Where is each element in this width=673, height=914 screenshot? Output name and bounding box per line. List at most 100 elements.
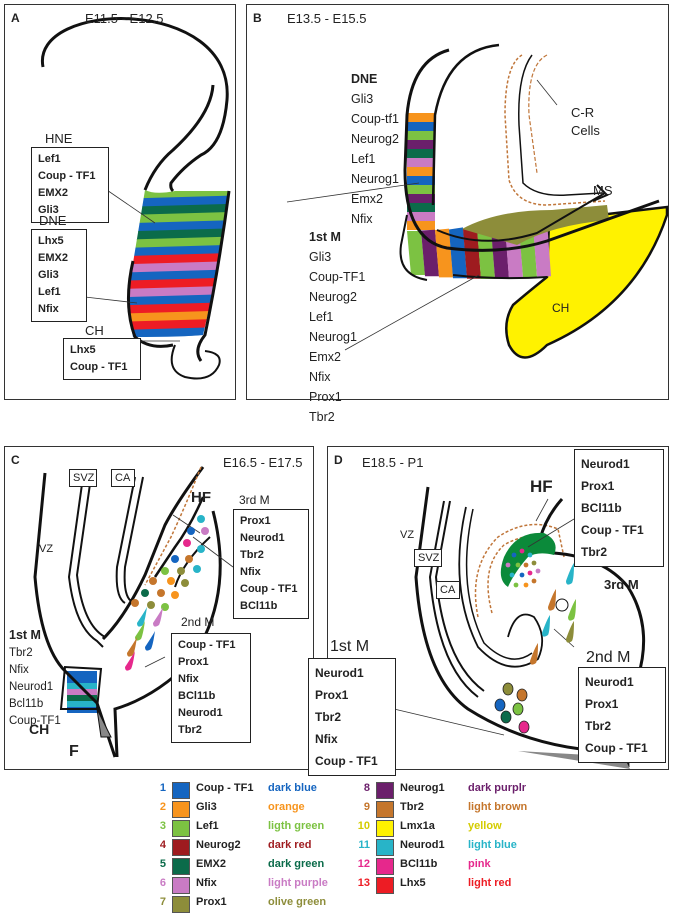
cajal-retzius-label-line2: Cells <box>571 123 600 138</box>
cell-dot <box>515 562 521 568</box>
gene-label: Neurod1 <box>585 675 634 689</box>
panel-a-letter: A <box>11 11 20 25</box>
gene-label: Lef1 <box>351 152 376 166</box>
gene-label: Tbr2 <box>309 410 335 424</box>
gene-label: Tbr2 <box>240 549 264 561</box>
gene-label: Coup - TF1 <box>38 170 96 182</box>
marker-stripe <box>407 158 435 167</box>
panel-a-stage: E11.5 - E12.5 <box>85 11 164 26</box>
second-migration-gene-box: Neurod1 Prox1 Tbr2 Coup - TF1 <box>578 667 666 763</box>
panel-b-stage: E13.5 - E15.5 <box>287 11 367 26</box>
legend-number: 2 <box>159 801 166 813</box>
cell-dot <box>131 599 139 607</box>
gene-label: Lef1 <box>38 286 61 298</box>
gene-label: Nfix <box>240 566 261 578</box>
gene-label: Coup - TF1 <box>581 523 644 537</box>
legend-color-name: pink <box>468 858 491 870</box>
gene-label: EMX2 <box>38 187 68 199</box>
marker-stripe <box>67 671 97 677</box>
legend-swatch <box>172 896 190 913</box>
panel-d-stage: E18.5 - P1 <box>362 455 424 470</box>
gene-label: Nfix <box>178 673 199 685</box>
legend-gene: Lmx1a <box>400 820 435 832</box>
dne-heading: DNE <box>351 72 378 86</box>
cell-dot <box>183 539 191 547</box>
migrating-cell <box>137 607 147 627</box>
cell-dot <box>201 527 209 535</box>
cell-dot <box>161 567 169 575</box>
legend-color-name: dark green <box>268 858 325 870</box>
gene-label: Neurod1 <box>9 681 54 693</box>
hf-label: HF <box>191 489 211 506</box>
hne-label: HNE <box>45 131 73 146</box>
second-migration-label: 2nd M <box>586 649 631 666</box>
legend-number: 8 <box>363 782 370 794</box>
legend-number: 9 <box>363 801 370 813</box>
panel-a-drawing <box>41 17 231 380</box>
gene-label: Nfix <box>315 732 338 746</box>
gene-label: Coup - TF1 <box>178 639 236 651</box>
cajal-retzius-label-line1: C-R <box>571 105 595 120</box>
gene-label: Coup-tf1 <box>351 112 399 126</box>
gene-label: Prox1 <box>309 390 342 404</box>
gene-label: Tbr2 <box>315 710 342 724</box>
ch-label: CH <box>552 301 570 315</box>
legend-swatch <box>172 820 190 837</box>
gene-label: Bcl11b <box>9 698 44 710</box>
panel-c-letter: C <box>11 453 20 467</box>
panel-c-drawing <box>33 466 234 758</box>
gene-label: Neurod1 <box>315 666 364 680</box>
cell-oval <box>518 720 530 734</box>
cell-dot <box>519 548 525 554</box>
legend-number: 5 <box>159 858 166 870</box>
gene-label: Coup - TF1 <box>240 583 298 595</box>
cell-dot <box>185 555 193 563</box>
cell-dot <box>161 603 169 611</box>
ch-gene-box: Lhx5 Coup - TF1 <box>63 338 141 380</box>
marker-stripe <box>407 149 435 158</box>
panel-b-letter: B <box>253 11 262 25</box>
cell-dot <box>147 601 155 609</box>
legend-swatch <box>376 858 394 875</box>
cell-dot <box>177 567 185 575</box>
gene-label: Lef1 <box>309 310 334 324</box>
gene-label: Prox1 <box>178 656 209 668</box>
legend-gene: Tbr2 <box>400 801 424 813</box>
legend-gene: Neurod1 <box>400 839 445 851</box>
dne-gene-list: DNE Gli3 Coup-tf1 Neurog2 Lef1 Neurog1 E… <box>351 69 399 229</box>
legend-number: 1 <box>159 782 166 794</box>
migrating-cell <box>125 651 135 671</box>
panel-c: C E16.5 - E17.5 SVZ CA VZ HF 3rd M Prox1… <box>4 446 314 770</box>
cell-dot <box>509 572 515 578</box>
gene-label: Nfix <box>9 664 29 676</box>
migrating-cell <box>127 637 137 657</box>
panel-d-drawing <box>393 486 646 769</box>
legend-gene: Lef1 <box>196 820 219 832</box>
dne-label: DNE <box>39 213 67 228</box>
legend-number: 12 <box>357 858 370 870</box>
legend-swatch <box>172 801 190 818</box>
gene-label: BCl11b <box>178 690 216 702</box>
legend-color-name: olive green <box>268 896 327 908</box>
cell-dot <box>527 552 533 558</box>
cell-dot <box>171 591 179 599</box>
marker-stripe <box>477 225 495 279</box>
marker-stripe <box>407 221 435 230</box>
gene-label: Lhx5 <box>38 235 64 247</box>
legend-color-name: dark red <box>268 839 312 851</box>
migrating-cell <box>153 607 163 627</box>
cell-dot <box>513 582 519 588</box>
gene-label: Lhx5 <box>70 344 96 356</box>
legend-swatch <box>172 839 190 856</box>
marker-stripe <box>449 227 467 279</box>
hne-gene-box: Lef1 Coup - TF1 EMX2 Gli3 <box>31 147 109 223</box>
